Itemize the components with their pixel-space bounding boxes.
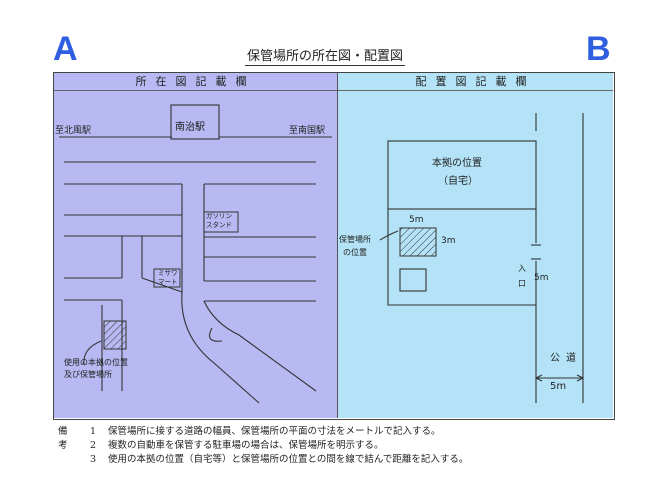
entrance-label-line: 口 bbox=[518, 279, 526, 288]
layout-map-panel: 配置図記載欄 bbox=[338, 73, 613, 418]
lot-width-label: 5m bbox=[409, 215, 424, 225]
direction-right-label: 至南国駅 bbox=[289, 126, 326, 136]
location-map-drawing bbox=[59, 104, 332, 404]
entrance-width-label: 5m bbox=[534, 273, 549, 283]
mart-label: ミサワ マート bbox=[158, 269, 178, 287]
gas-station-label-line: ガソリン bbox=[206, 212, 232, 220]
station-box bbox=[170, 104, 220, 140]
form-frame bbox=[53, 72, 615, 420]
lot-label-arrow bbox=[379, 230, 399, 241]
station-center-label: 南治駅 bbox=[175, 122, 205, 133]
entrance-label-line: 入 bbox=[518, 264, 526, 273]
home-parking-note-line: 及び保管場所 bbox=[64, 370, 112, 379]
parking-location-mark bbox=[103, 320, 127, 350]
layout-map-drawing bbox=[379, 113, 584, 403]
corner-label-b: B bbox=[586, 30, 611, 68]
document-title: 保管場所の所在図・配置図 bbox=[0, 45, 650, 66]
road-label: 公道 bbox=[550, 353, 582, 364]
road-line bbox=[141, 277, 183, 293]
gas-station-label-line: スタンド bbox=[206, 221, 232, 229]
location-map-panel: 所在図記載欄 bbox=[54, 73, 338, 418]
note-arrow bbox=[83, 340, 102, 366]
mart-label-line: ミサワ bbox=[158, 269, 178, 277]
curved-road bbox=[203, 300, 317, 392]
corner-label-a: A bbox=[53, 30, 78, 68]
lot-location-label-line: 保管場所 bbox=[339, 235, 371, 244]
curved-road bbox=[181, 291, 260, 404]
lot-depth-label: 3m bbox=[441, 236, 456, 246]
location-map-header: 所在図記載欄 bbox=[54, 73, 337, 91]
note-number: 1 bbox=[90, 426, 97, 437]
home-label-line: 本拠の位置 bbox=[432, 158, 482, 169]
notes-heading: 備考 bbox=[58, 426, 68, 451]
home-parking-note: 使用の本拠の位置 及び保管場所 bbox=[64, 357, 128, 381]
home-box bbox=[387, 140, 537, 210]
note-text: 複数の自動車を保管する駐車場の場合は、保管場所を明示する。 bbox=[108, 440, 384, 451]
parking-space-mark bbox=[399, 227, 437, 257]
curved-road bbox=[209, 327, 223, 342]
home-label-line: （自宅） bbox=[438, 176, 478, 187]
mart-box bbox=[153, 268, 181, 288]
entrance-label: 入 口 bbox=[518, 261, 526, 291]
note-text: 保管場所に接する道路の幅員、保管場所の平面の寸法をメートルで記入する。 bbox=[108, 426, 441, 437]
gas-station-box bbox=[203, 211, 239, 233]
home-label: 本拠の位置 （自宅） bbox=[432, 155, 482, 191]
road-lines bbox=[59, 104, 332, 404]
mart-label-line: マート bbox=[158, 278, 178, 286]
direction-left-label: 至北風駅 bbox=[55, 126, 92, 136]
note-text: 使用の本拠の位置（自宅等）と保管場所の位置との間を線で結んで距離を記入する。 bbox=[108, 454, 469, 465]
document-title-text: 保管場所の所在図・配置図 bbox=[244, 49, 405, 66]
note-number: 3 bbox=[90, 454, 97, 465]
home-parking-note-line: 使用の本拠の位置 bbox=[64, 358, 128, 367]
gas-station-label: ガソリン スタンド bbox=[206, 212, 232, 230]
road-width-label: 5m bbox=[550, 381, 567, 392]
lot-location-label: 保管場所 の位置 bbox=[339, 233, 371, 259]
layout-map-header: 配置図記載欄 bbox=[338, 73, 613, 91]
road-width-arrow bbox=[535, 374, 584, 382]
storage-box bbox=[399, 268, 427, 292]
lot-boundary bbox=[387, 209, 536, 306]
lot-location-label-line: の位置 bbox=[343, 248, 367, 257]
note-number: 2 bbox=[90, 440, 97, 451]
